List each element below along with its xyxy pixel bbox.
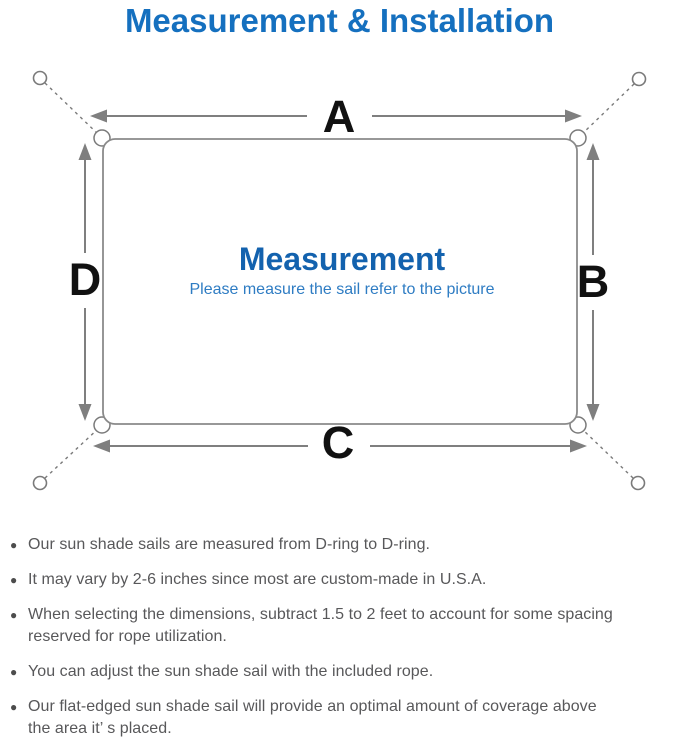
- anchor-ring-top-right-icon: [631, 71, 647, 87]
- bullet-dot-icon: ●: [10, 700, 18, 714]
- notes-list: ● Our sun shade sails are measured from …: [10, 534, 677, 739]
- arrowhead-left-icon: [93, 439, 110, 453]
- arrowhead-right-icon: [570, 439, 587, 453]
- list-item: ● It may vary by 2-6 inches since most a…: [10, 569, 677, 591]
- anchor-ring-top-left-icon: [32, 70, 48, 86]
- dimension-arrow-c: C: [93, 417, 587, 468]
- bullet-dot-icon: ●: [10, 573, 18, 587]
- list-item: ● You can adjust the sun shade sail with…: [10, 661, 677, 683]
- dimension-label-b: B: [577, 256, 610, 307]
- anchor-ring-bottom-right-icon: [630, 475, 646, 491]
- dimension-label-d: D: [69, 254, 102, 305]
- rope-line-top-left: [44, 82, 100, 136]
- dimension-arrow-d: D: [69, 143, 102, 421]
- arrowhead-down-icon: [586, 404, 600, 421]
- arrowhead-up-icon: [586, 143, 600, 160]
- sail-measurement-diagram: A C D: [0, 55, 679, 515]
- rope-line-top-right: [580, 83, 635, 136]
- page-title: Measurement & Installation: [124, 2, 555, 39]
- anchor-ring-bottom-left-icon: [32, 475, 48, 491]
- dimension-arrow-b: B: [577, 143, 610, 421]
- rope-line-bottom-left: [44, 427, 100, 479]
- list-item: ● Our flat-edged sun shade sail will pro…: [10, 696, 677, 739]
- arrowhead-down-icon: [78, 404, 92, 421]
- note-text: Our flat-edged sun shade sail will provi…: [28, 698, 597, 737]
- note-text: You can adjust the sun shade sail with t…: [28, 663, 434, 680]
- dimension-arrow-a: A: [90, 91, 582, 142]
- rope-line-bottom-right: [580, 427, 634, 479]
- measurement-heading: Measurement: [239, 241, 446, 277]
- arrowhead-right-icon: [565, 109, 582, 123]
- dimension-label-c: C: [322, 417, 355, 468]
- list-item: ● When selecting the dimensions, subtrac…: [10, 604, 677, 648]
- measurement-subtitle: Please measure the sail refer to the pic…: [189, 281, 494, 298]
- sail-rectangle: [102, 138, 578, 425]
- note-text: It may vary by 2-6 inches since most are…: [28, 571, 487, 588]
- arrowhead-left-icon: [90, 109, 107, 123]
- note-text: When selecting the dimensions, subtract …: [28, 606, 613, 645]
- dimension-label-a: A: [323, 91, 356, 142]
- list-item: ● Our sun shade sails are measured from …: [10, 534, 677, 556]
- arrowhead-up-icon: [78, 143, 92, 160]
- bullet-dot-icon: ●: [10, 665, 18, 679]
- note-text: Our sun shade sails are measured from D-…: [28, 536, 431, 553]
- bullet-dot-icon: ●: [10, 538, 18, 552]
- bullet-dot-icon: ●: [10, 608, 18, 622]
- diagram-canvas: A C D: [32, 70, 647, 491]
